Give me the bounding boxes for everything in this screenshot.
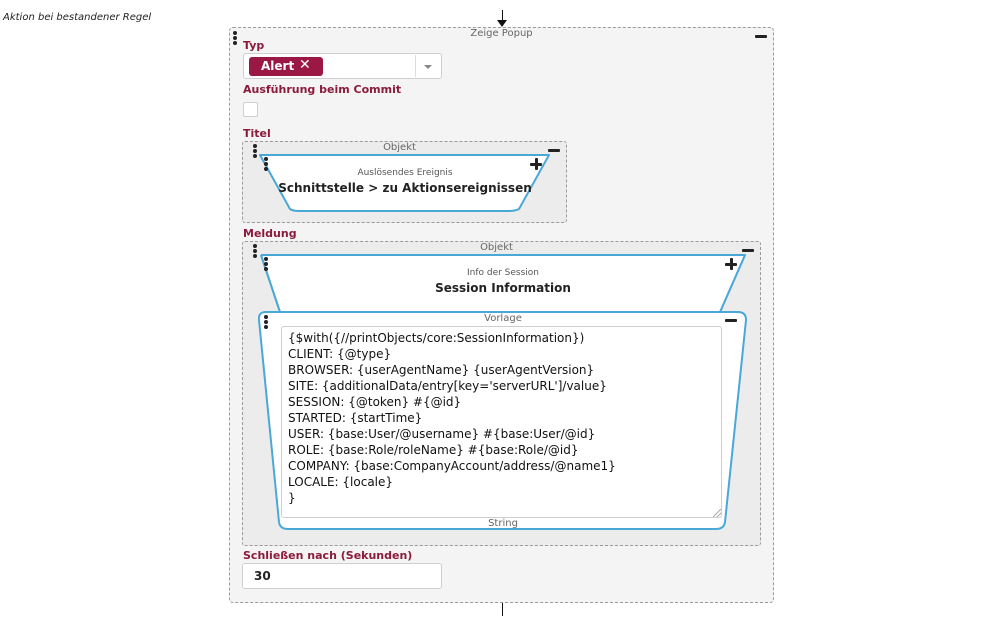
rule-action-label: Aktion bei bestandener Regel xyxy=(3,12,152,23)
chevron-down-icon[interactable] xyxy=(424,65,432,69)
close-after-label: Schließen nach (Sekunden) xyxy=(243,549,413,562)
titel-node-type: Auslösendes Ereignis xyxy=(357,168,453,178)
template-text: {$with({//printObjects/core:SessionInfor… xyxy=(288,331,616,505)
resize-grip-icon[interactable] xyxy=(713,509,721,517)
template-title: Vorlage xyxy=(484,313,522,324)
meldung-node-plus-icon[interactable] xyxy=(725,258,737,270)
typ-tag-alert[interactable]: Alert ✕ xyxy=(249,57,323,76)
meldung-node-drag-handle-icon[interactable] xyxy=(264,257,268,271)
flow-connector-bottom xyxy=(502,603,503,616)
flow-arrow-icon xyxy=(497,20,507,27)
titel-object-title: Objekt xyxy=(383,142,416,153)
close-after-value: 30 xyxy=(254,569,271,583)
template-textarea[interactable] xyxy=(281,326,722,518)
typ-tag-label: Alert xyxy=(261,59,295,73)
titel-node-plus-icon[interactable] xyxy=(530,158,542,170)
titel-node[interactable] xyxy=(257,152,553,214)
flow-connector-top xyxy=(502,10,503,24)
template-drag-handle-icon[interactable] xyxy=(264,315,268,329)
collapse-titel-minus-icon[interactable] xyxy=(548,149,560,152)
popup-block-title: Zeige Popup xyxy=(470,28,533,39)
collapse-popup-minus-icon[interactable] xyxy=(755,35,767,38)
select-divider xyxy=(415,55,416,77)
meldung-drag-handle-icon[interactable] xyxy=(253,244,257,258)
commit-label: Ausführung beim Commit xyxy=(243,83,402,96)
close-icon[interactable]: ✕ xyxy=(299,57,311,73)
titel-node-drag-handle-icon[interactable] xyxy=(264,157,268,171)
meldung-label: Meldung xyxy=(243,227,297,240)
collapse-template-minus-icon[interactable] xyxy=(725,319,737,322)
meldung-object-title: Objekt xyxy=(480,242,513,253)
commit-checkbox[interactable] xyxy=(243,102,258,117)
titel-node-name: Schnittstelle > zu Aktionsereignissen xyxy=(278,181,532,195)
collapse-meldung-minus-icon[interactable] xyxy=(742,249,754,252)
typ-label: Typ xyxy=(243,39,265,52)
meldung-node-type: Info der Session xyxy=(466,268,540,278)
titel-drag-handle-icon[interactable] xyxy=(253,144,257,158)
template-type-label: String xyxy=(488,518,518,529)
close-after-input[interactable] xyxy=(242,563,442,589)
titel-label: Titel xyxy=(243,127,271,140)
popup-drag-handle-icon[interactable] xyxy=(233,31,237,45)
meldung-node-name: Session Information xyxy=(435,281,571,295)
